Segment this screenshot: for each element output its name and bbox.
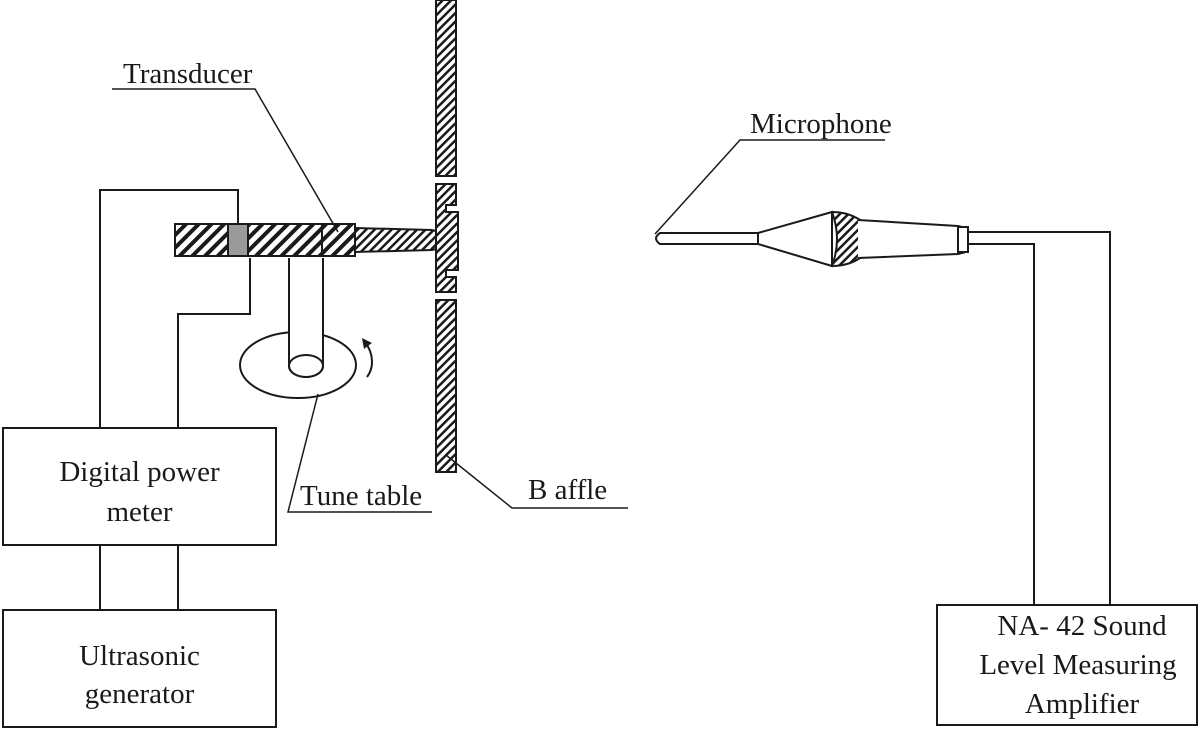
leader-tune-table bbox=[287, 393, 432, 513]
microphone-body bbox=[857, 219, 967, 259]
baffle-lower bbox=[435, 299, 457, 473]
baffle-middle bbox=[435, 183, 459, 293]
cable-amplifier-outer bbox=[968, 231, 1111, 605]
label-tune-table: Tune table bbox=[300, 480, 422, 512]
label-generator-line2: generator bbox=[85, 678, 195, 710]
cable-amplifier-inner bbox=[968, 243, 1035, 605]
label-amplifier-line3: Amplifier bbox=[1025, 688, 1140, 720]
digital-power-meter-box bbox=[2, 427, 277, 546]
transducer-body bbox=[174, 223, 356, 257]
wire-power-meter-inner bbox=[177, 258, 251, 428]
wire-power-meter-outer bbox=[99, 189, 239, 428]
label-microphone: Microphone bbox=[750, 108, 892, 140]
label-transducer: Transducer bbox=[123, 58, 253, 90]
label-generator-line1: Ultrasonic bbox=[79, 640, 200, 672]
curved-arrow-icon bbox=[362, 337, 373, 378]
microphone-tip bbox=[655, 232, 759, 245]
label-amplifier-line2: Level Measuring bbox=[979, 649, 1176, 681]
leader-microphone bbox=[654, 139, 885, 235]
label-power-meter-line1: Digital power bbox=[59, 456, 220, 488]
microphone-cone bbox=[757, 210, 833, 268]
leader-baffle bbox=[445, 454, 628, 509]
label-power-meter-line2: meter bbox=[106, 496, 172, 528]
baffle-upper bbox=[435, 0, 457, 177]
ultrasonic-generator-box bbox=[2, 609, 277, 728]
label-amplifier-line1: NA- 42 Sound bbox=[997, 610, 1167, 642]
sound-level-amplifier-box bbox=[936, 604, 1198, 726]
leader-transducer bbox=[112, 88, 339, 233]
transducer-electrode bbox=[227, 223, 249, 257]
microphone-connector bbox=[957, 226, 969, 253]
tune-table-shaft-end bbox=[288, 354, 324, 378]
label-baffle: B affle bbox=[528, 474, 607, 506]
transducer-horn bbox=[354, 226, 441, 254]
